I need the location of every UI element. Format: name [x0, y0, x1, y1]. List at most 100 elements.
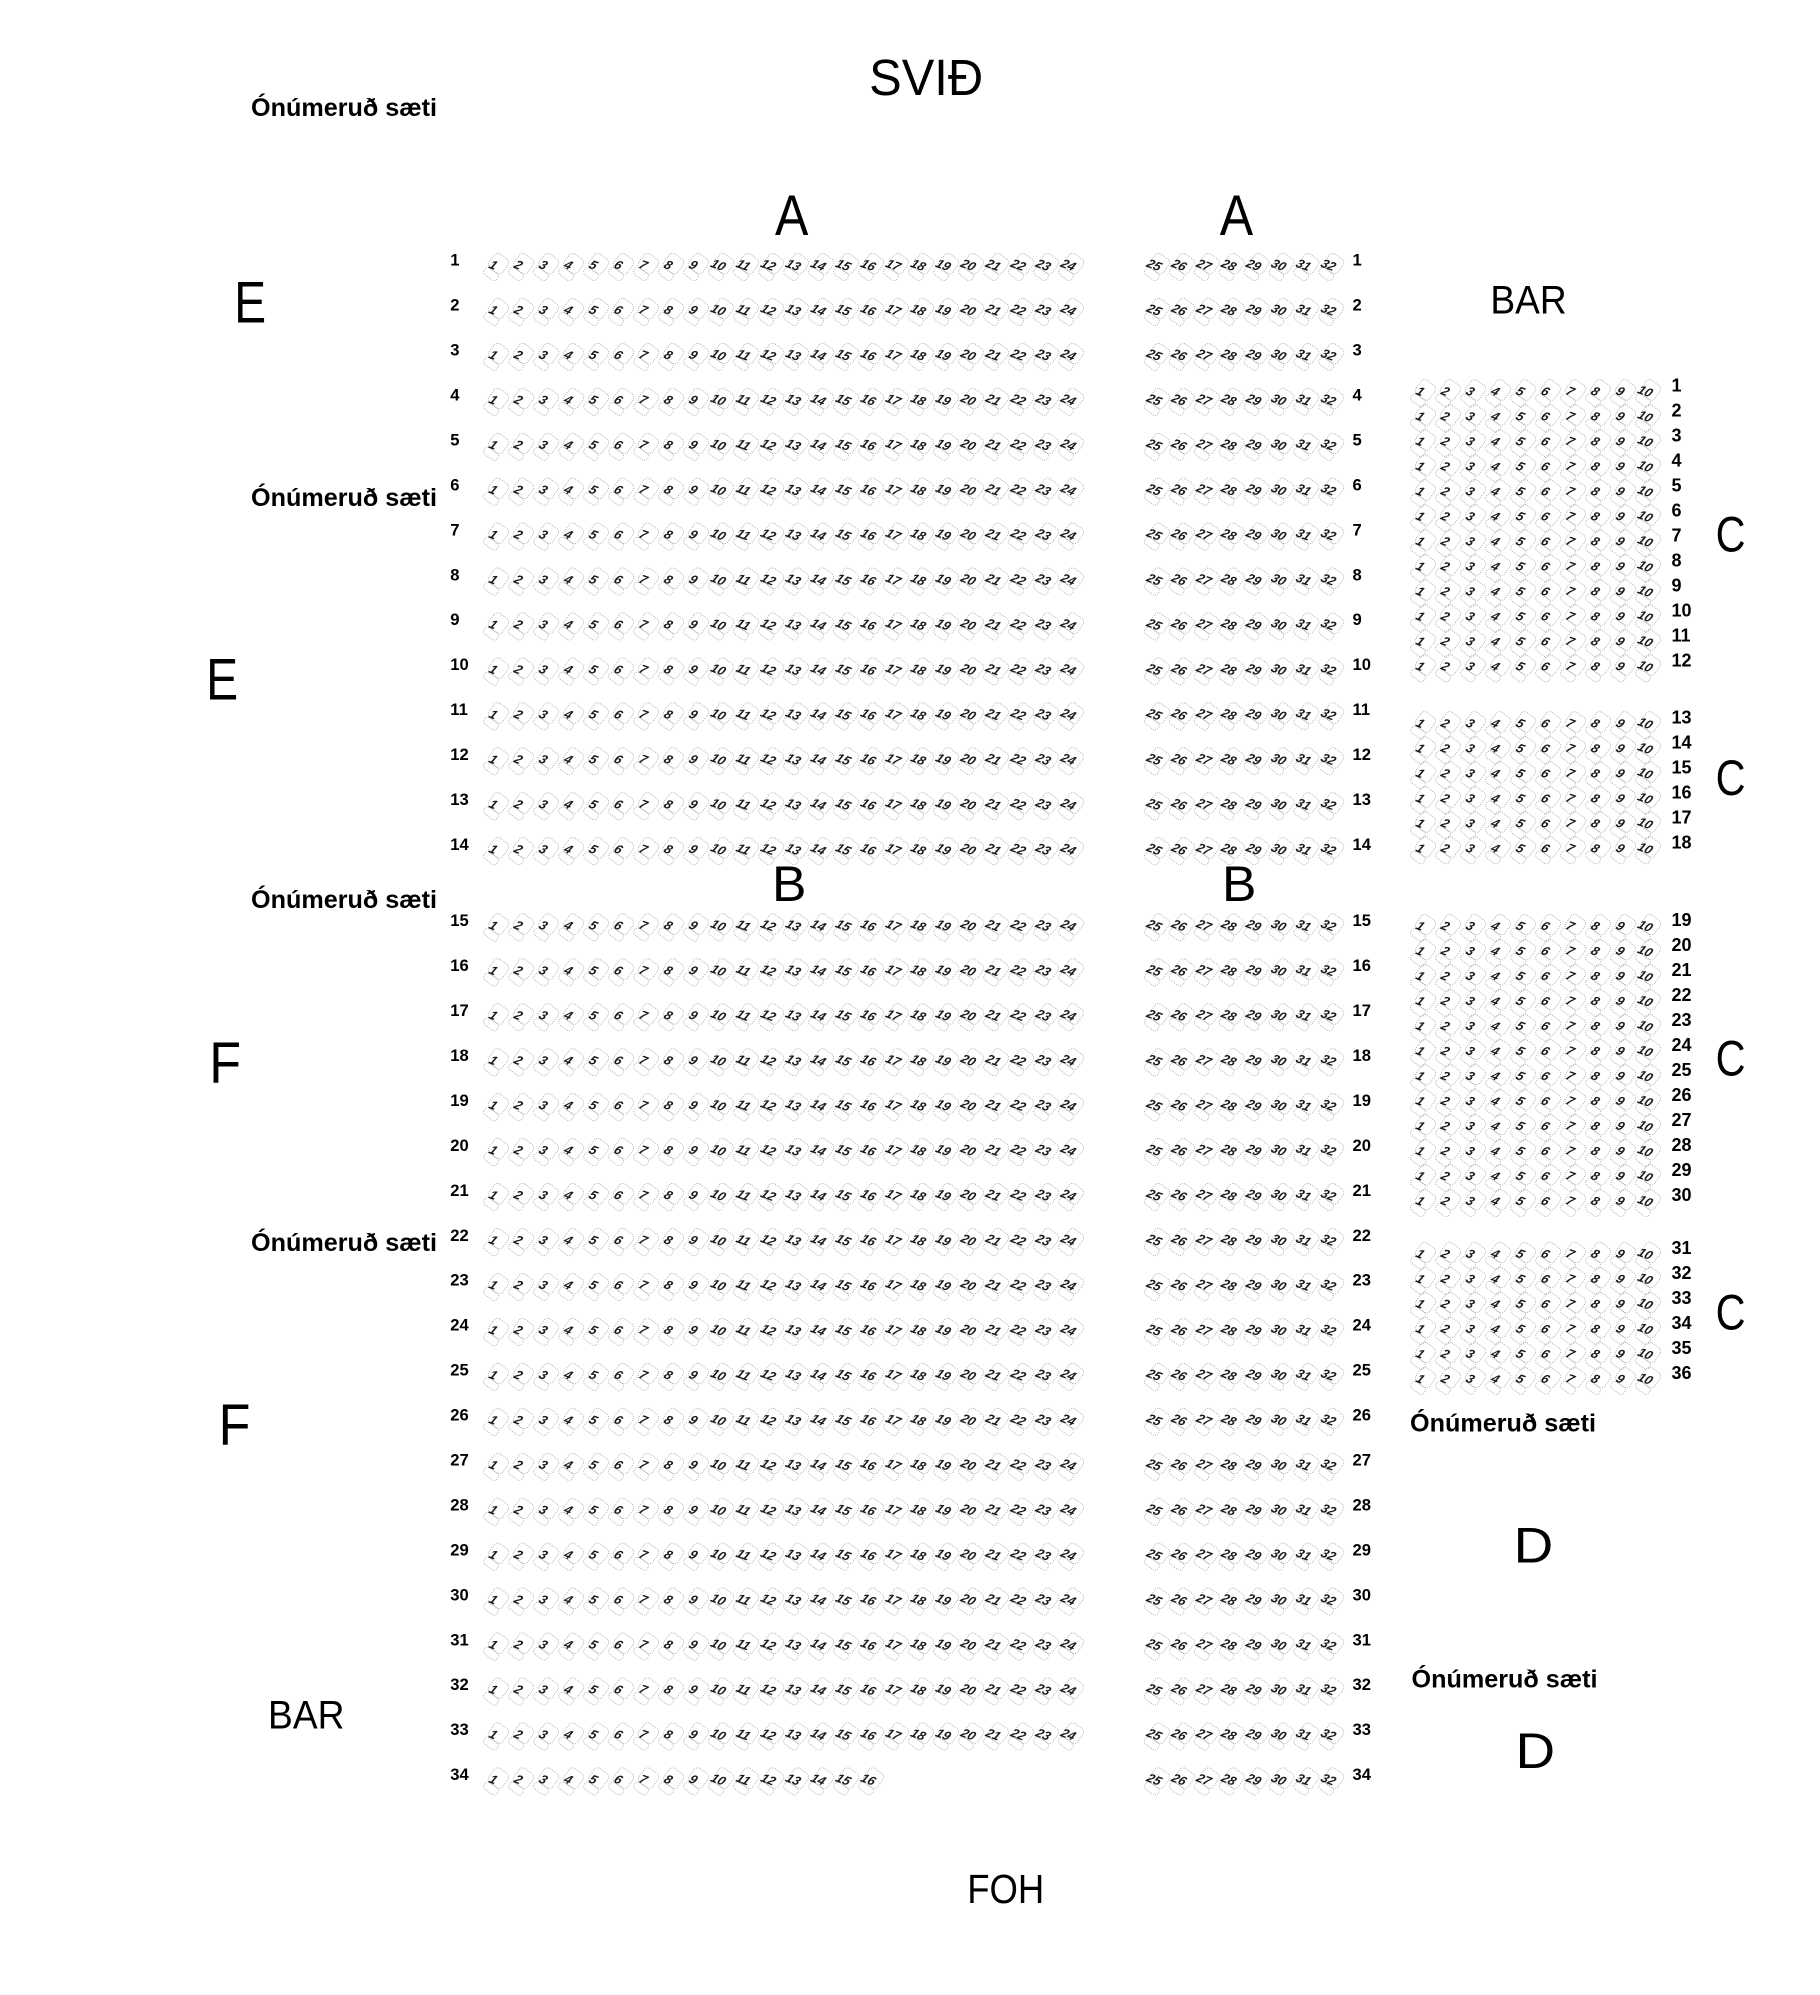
svg-text:6: 6 — [450, 475, 459, 494]
svg-text:20: 20 — [1672, 935, 1692, 955]
svg-text:17: 17 — [1353, 1001, 1371, 1020]
svg-text:D: D — [1516, 1723, 1556, 1779]
svg-text:4: 4 — [1353, 386, 1363, 405]
svg-text:27: 27 — [450, 1451, 468, 1470]
svg-text:5: 5 — [1672, 476, 1682, 496]
svg-text:E: E — [206, 648, 238, 713]
svg-text:16: 16 — [450, 956, 468, 975]
svg-text:Ónúmeruð sæti: Ónúmeruð sæti — [1412, 1664, 1598, 1694]
svg-text:Ónúmeruð sæti: Ónúmeruð sæti — [251, 1227, 437, 1257]
svg-text:F: F — [219, 1393, 251, 1458]
svg-text:2: 2 — [1353, 296, 1362, 315]
svg-text:15: 15 — [1353, 911, 1371, 930]
svg-text:27: 27 — [1353, 1451, 1371, 1470]
svg-text:16: 16 — [1672, 783, 1692, 803]
svg-text:Ónúmeruð sæti: Ónúmeruð sæti — [1410, 1408, 1596, 1438]
svg-text:A: A — [775, 184, 809, 248]
svg-text:30: 30 — [1353, 1585, 1371, 1604]
svg-text:17: 17 — [450, 1001, 468, 1020]
svg-text:F: F — [209, 1031, 241, 1096]
svg-text:11: 11 — [1353, 700, 1371, 719]
svg-text:23: 23 — [450, 1271, 468, 1290]
svg-text:B: B — [772, 855, 806, 912]
svg-text:12: 12 — [1672, 651, 1692, 671]
svg-text:32: 32 — [450, 1675, 468, 1694]
svg-text:19: 19 — [450, 1091, 468, 1110]
svg-text:8: 8 — [450, 565, 459, 584]
svg-text:17: 17 — [1672, 808, 1692, 828]
svg-text:33: 33 — [1672, 1288, 1692, 1308]
svg-text:26: 26 — [1353, 1406, 1371, 1425]
svg-text:32: 32 — [1353, 1675, 1371, 1694]
svg-text:1: 1 — [1353, 251, 1362, 270]
svg-text:28: 28 — [1353, 1496, 1371, 1515]
svg-text:4: 4 — [1672, 451, 1682, 471]
svg-text:8: 8 — [1672, 551, 1682, 571]
svg-text:2: 2 — [1672, 401, 1682, 421]
svg-text:7: 7 — [1672, 526, 1682, 546]
svg-text:31: 31 — [450, 1630, 468, 1649]
svg-text:7: 7 — [450, 520, 459, 539]
svg-text:C: C — [1716, 505, 1746, 562]
svg-text:10: 10 — [1353, 655, 1371, 674]
svg-text:Ónúmeruð sæti: Ónúmeruð sæti — [251, 482, 437, 512]
svg-text:1: 1 — [450, 251, 459, 270]
svg-text:14: 14 — [1353, 835, 1372, 854]
svg-text:9: 9 — [1353, 610, 1362, 629]
svg-text:10: 10 — [450, 655, 468, 674]
svg-text:28: 28 — [450, 1496, 468, 1515]
svg-text:B: B — [1222, 855, 1256, 912]
svg-text:33: 33 — [450, 1720, 468, 1739]
svg-text:15: 15 — [450, 911, 468, 930]
svg-text:3: 3 — [1672, 426, 1682, 446]
svg-text:26: 26 — [1672, 1085, 1692, 1105]
svg-text:A: A — [1220, 184, 1254, 248]
svg-text:32: 32 — [1672, 1263, 1692, 1283]
svg-text:C: C — [1716, 749, 1746, 806]
svg-text:28: 28 — [1672, 1135, 1692, 1155]
svg-text:29: 29 — [1353, 1540, 1371, 1559]
svg-text:14: 14 — [450, 835, 469, 854]
svg-text:25: 25 — [1353, 1361, 1371, 1380]
svg-text:35: 35 — [1672, 1338, 1692, 1358]
svg-text:5: 5 — [450, 431, 459, 450]
svg-text:8: 8 — [1353, 565, 1362, 584]
svg-text:6: 6 — [1672, 501, 1682, 521]
svg-text:34: 34 — [450, 1765, 469, 1784]
svg-text:24: 24 — [1353, 1316, 1372, 1335]
svg-text:25: 25 — [450, 1361, 468, 1380]
svg-text:SVIÐ: SVIÐ — [869, 49, 983, 106]
svg-text:23: 23 — [1672, 1010, 1692, 1030]
svg-text:Ónúmeruð sæti: Ónúmeruð sæti — [251, 884, 437, 914]
svg-text:12: 12 — [1353, 745, 1371, 764]
svg-text:22: 22 — [1672, 985, 1692, 1005]
svg-text:4: 4 — [450, 386, 460, 405]
svg-text:19: 19 — [1672, 910, 1692, 930]
svg-text:3: 3 — [450, 341, 459, 360]
svg-text:FOH: FOH — [967, 1866, 1044, 1912]
svg-text:11: 11 — [450, 700, 468, 719]
svg-text:2: 2 — [450, 296, 459, 315]
svg-text:34: 34 — [1353, 1765, 1372, 1784]
svg-text:24: 24 — [1672, 1035, 1692, 1055]
svg-text:13: 13 — [1353, 790, 1371, 809]
svg-text:14: 14 — [1672, 733, 1692, 753]
svg-text:26: 26 — [450, 1406, 468, 1425]
svg-text:30: 30 — [450, 1585, 468, 1604]
svg-text:C: C — [1716, 1029, 1746, 1086]
svg-text:33: 33 — [1353, 1720, 1371, 1739]
svg-text:16: 16 — [1353, 956, 1371, 975]
svg-text:13: 13 — [450, 790, 468, 809]
svg-text:31: 31 — [1353, 1630, 1371, 1649]
svg-text:27: 27 — [1672, 1110, 1692, 1130]
svg-text:6: 6 — [1353, 475, 1362, 494]
svg-text:Ónúmeruð sæti: Ónúmeruð sæti — [251, 92, 437, 122]
svg-text:23: 23 — [1353, 1271, 1371, 1290]
svg-text:10: 10 — [1672, 601, 1692, 621]
svg-text:21: 21 — [450, 1181, 468, 1200]
svg-text:7: 7 — [1353, 520, 1362, 539]
svg-text:18: 18 — [1672, 833, 1692, 853]
svg-text:29: 29 — [450, 1540, 468, 1559]
svg-text:31: 31 — [1672, 1238, 1692, 1258]
svg-text:9: 9 — [450, 610, 459, 629]
